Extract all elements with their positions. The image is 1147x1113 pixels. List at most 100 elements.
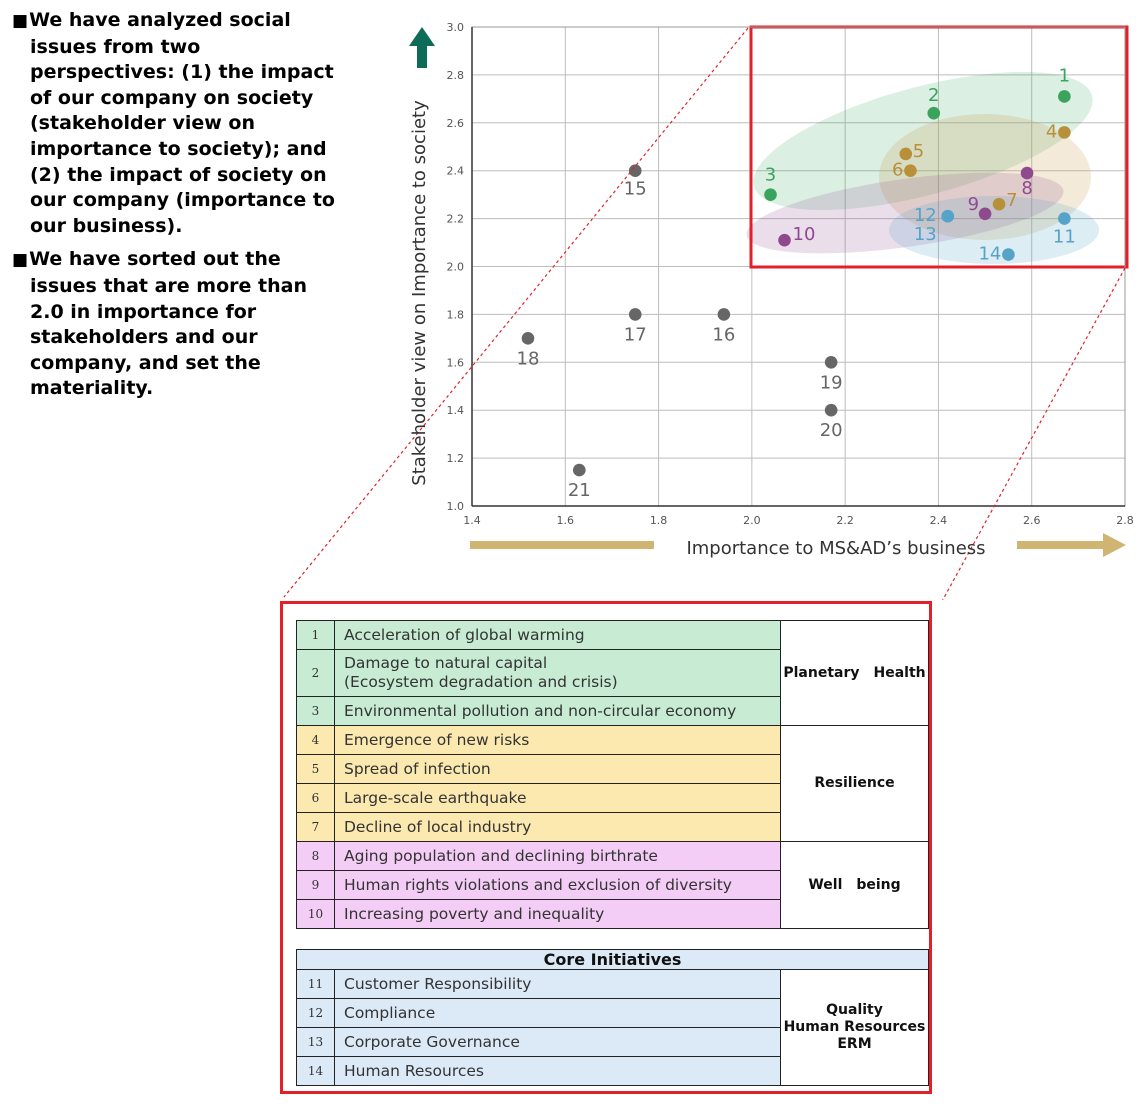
y-tick-label: 2.8 — [447, 69, 465, 82]
issue-number: 6 — [296, 783, 335, 813]
data-point — [572, 463, 586, 477]
data-point — [927, 106, 941, 120]
data-point-label: 21 — [568, 480, 591, 501]
group-well-being: Well being — [780, 841, 929, 929]
data-point — [824, 356, 838, 369]
data-point-label: 5 — [913, 141, 924, 162]
data-point — [1058, 212, 1071, 225]
connector-lines — [283, 27, 1126, 600]
issue-label: Increasing poverty and inequality — [334, 899, 781, 929]
x-axis-label: Importance to MS&AD’s business — [686, 538, 985, 559]
connector-line-right — [942, 267, 1126, 600]
y-tick-label: 1.0 — [447, 500, 465, 513]
intro-text: ■We have analyzed social issues from two… — [12, 8, 342, 410]
data-point-label: 7 — [1006, 190, 1017, 211]
data-point-label: 19 — [820, 372, 843, 393]
data-point — [1020, 166, 1034, 180]
issue-label: Corporate Governance — [334, 1027, 781, 1057]
group-ellipses — [746, 71, 1099, 264]
data-point-label: 17 — [624, 324, 647, 345]
issue-number: 10 — [296, 899, 335, 929]
bullet-square-icon: ■ — [12, 11, 29, 31]
gold-group-ellipse — [879, 114, 1091, 240]
issue-number: 5 — [296, 754, 335, 784]
data-point — [824, 403, 838, 417]
right-arrow-icon — [1017, 533, 1126, 557]
issue-number: 8 — [296, 841, 335, 871]
issue-number: 12 — [296, 998, 335, 1028]
data-point — [941, 209, 955, 223]
y-tick-label: 1.2 — [447, 452, 465, 465]
group-resilience: Resilience — [780, 725, 929, 842]
data-point-label: 12 — [914, 205, 937, 226]
green-group-ellipse — [753, 71, 1093, 211]
issue-label: Human rights violations and exclusion of… — [334, 870, 781, 900]
issue-number: 11 — [296, 969, 335, 999]
data-point — [521, 332, 535, 345]
data-point-label: 6 — [892, 160, 903, 181]
issue-number: 7 — [296, 812, 335, 842]
data-point — [899, 147, 913, 161]
bullet-square-icon: ■ — [12, 250, 29, 271]
data-point — [978, 207, 992, 221]
data-point-label: 13 — [914, 224, 937, 245]
x-tick-label: 2.8 — [1116, 514, 1134, 527]
purple-group-ellipse — [746, 172, 1064, 254]
issue-label: Compliance — [334, 998, 781, 1028]
issue-number: 1 — [296, 620, 335, 650]
data-point-label: 9 — [968, 194, 979, 215]
data-point-label: 4 — [1046, 121, 1057, 142]
x-tick-label: 2.2 — [836, 514, 854, 527]
data-point-label: 16 — [712, 324, 735, 345]
issue-label: Decline of local industry — [334, 812, 781, 842]
issue-number: 14 — [296, 1056, 335, 1086]
data-point-label: 2 — [928, 85, 939, 106]
data-point-label: 8 — [1021, 178, 1032, 199]
data-point-label: 18 — [517, 348, 540, 369]
blue-group-ellipse — [889, 196, 1099, 264]
x-tick-label: 2.6 — [1023, 514, 1041, 527]
issue-number: 3 — [296, 696, 335, 726]
connector-line-left — [283, 27, 749, 598]
data-point — [778, 233, 791, 247]
x-tick-label: 2.4 — [930, 514, 948, 527]
issue-number: 4 — [296, 725, 335, 755]
issue-label: Human Resources — [334, 1056, 781, 1086]
data-point-label: 3 — [765, 165, 776, 186]
data-point-label: 10 — [793, 224, 816, 245]
data-point — [628, 164, 642, 177]
issue-number: 2 — [296, 649, 335, 697]
issue-number: 13 — [296, 1027, 335, 1057]
issue-label: Large-scale earthquake — [334, 783, 781, 813]
issue-label: Emergence of new risks — [334, 725, 781, 755]
y-axis-label: Stakeholder view on Importance to societ… — [409, 100, 430, 486]
intro-paragraph-1: ■We have analyzed social issues from two… — [12, 9, 335, 237]
y-tick-label: 2.2 — [447, 213, 465, 226]
data-point — [1058, 90, 1071, 103]
data-point — [904, 164, 917, 177]
up-arrow-icon — [409, 27, 435, 68]
x-tick-label: 2.0 — [743, 514, 761, 527]
data-point-label: 1 — [1059, 65, 1070, 86]
issue-label: Aging population and declining birthrate — [334, 841, 781, 871]
data-point — [628, 308, 642, 321]
y-tick-label: 1.6 — [447, 356, 465, 369]
data-point — [1058, 126, 1071, 139]
data-point-label: 11 — [1053, 227, 1076, 248]
